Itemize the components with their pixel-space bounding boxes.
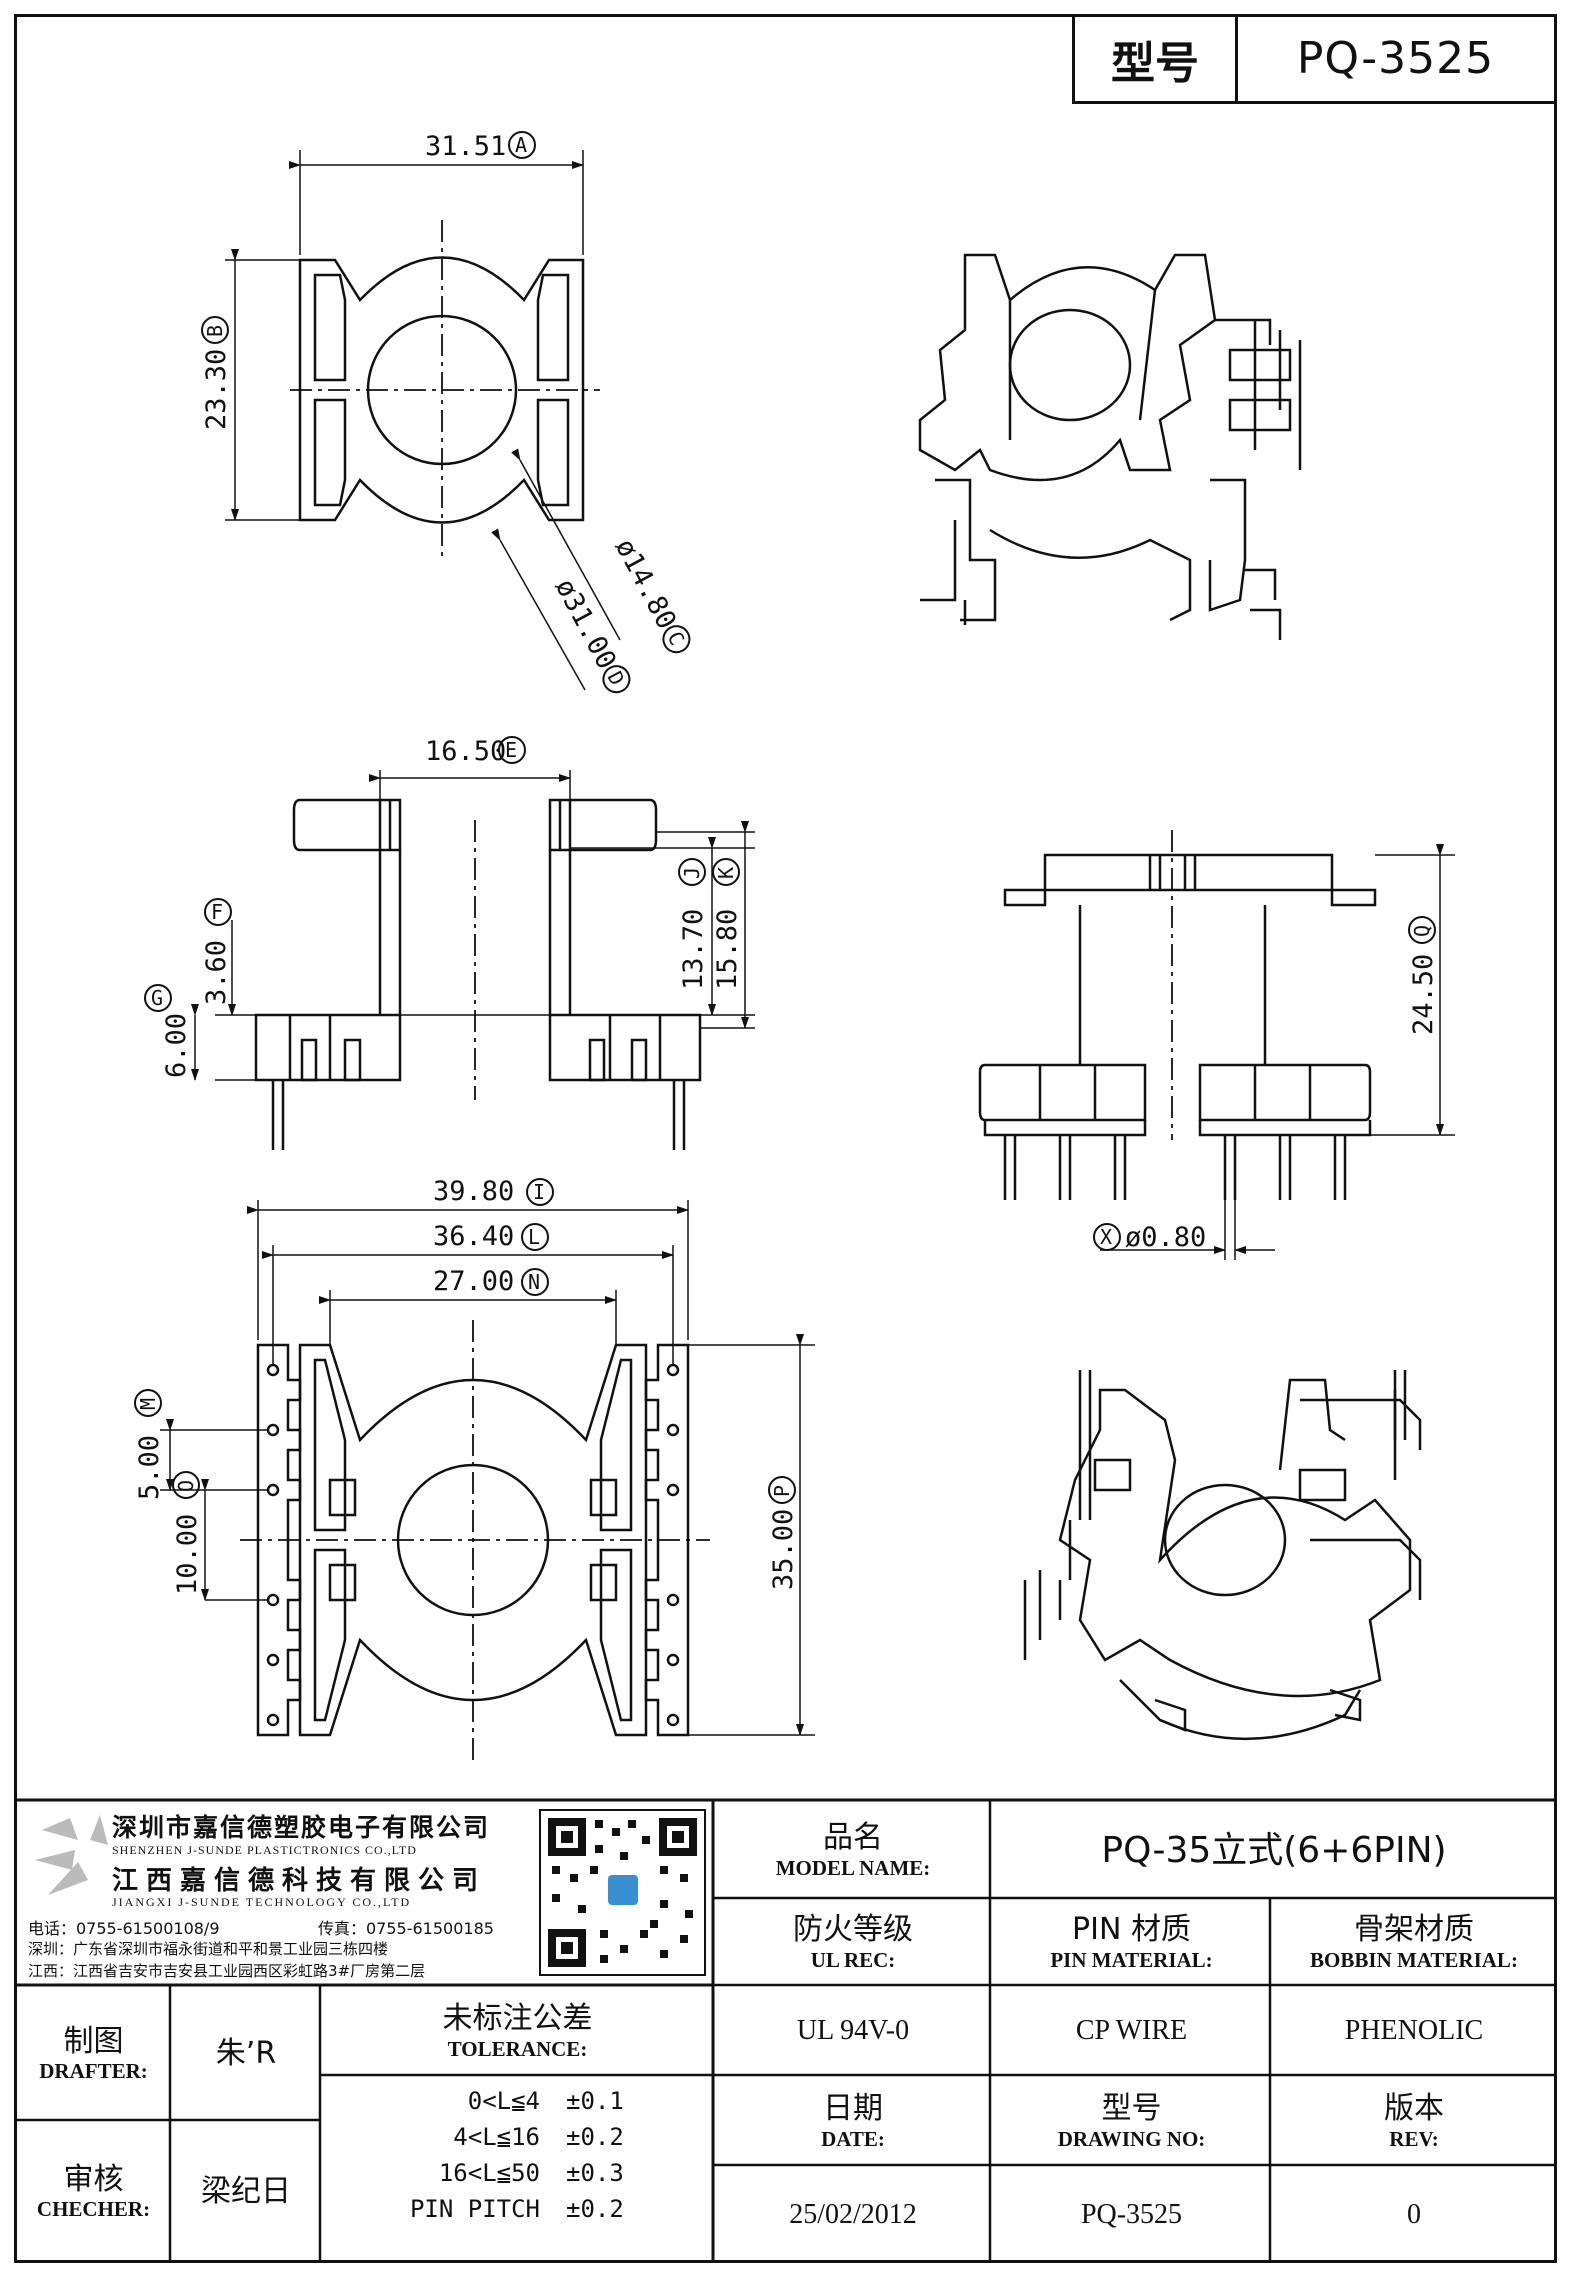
model-name-en: MODEL NAME:	[775, 1855, 931, 1880]
dim-g: 6.00	[161, 1013, 192, 1078]
drafter-en: DRAFTER:	[39, 2059, 148, 2084]
label-a: A	[515, 133, 527, 157]
label-o: O	[174, 1480, 198, 1492]
drawing-no-value: PQ-3525	[1080, 2198, 1183, 2230]
top-view	[225, 150, 621, 691]
company-addr-jx: 江西：江西省吉安市吉安县工业园西区彩虹路3#厂房第二层	[28, 1962, 426, 1980]
drawing-no-cn: 型号	[1101, 2091, 1162, 2127]
company-fax: 传真：0755-61500185	[318, 1919, 494, 1938]
company-name-en-1: SHENZHEN J-SUNDE PLASTICTRONICS CO.,LTD	[112, 1843, 417, 1857]
label-m: M	[136, 1398, 160, 1410]
label-f: F	[211, 900, 223, 924]
tolerance-row: 0<L≦4±0.1	[467, 2087, 624, 2115]
drafter-value: 朱’R	[215, 2035, 277, 2071]
tolerance-header: 未标注公差 TOLERANCE:	[322, 1988, 713, 2075]
bottom-view	[160, 1200, 815, 1760]
tolerance-cn: 未标注公差	[442, 2001, 593, 2037]
rev-en: REV:	[1389, 2126, 1439, 2151]
tolerance-row: PIN PITCH±0.2	[409, 2195, 624, 2223]
bobbin-material-en: BOBBIN MATERIAL:	[1310, 1947, 1518, 1972]
ul-rec-header: 防火等级 UL REC:	[716, 1900, 990, 1985]
pin-material-value: CP WIRE	[1075, 2015, 1188, 2047]
dim-a: 31.51	[425, 131, 506, 162]
dim-i: 39.80	[433, 1176, 514, 1207]
dim-j: 13.70	[678, 909, 709, 990]
dim-x: ø0.80	[1125, 1222, 1206, 1253]
header-title-box: 型号 PQ-3525	[1072, 16, 1556, 104]
drawing-no-en: DRAWING NO:	[1057, 2126, 1206, 2151]
date-cn: 日期	[823, 2091, 883, 2127]
checker-cn: 审核	[63, 2161, 124, 2197]
rev-header: 版本 REV:	[1272, 2078, 1556, 2165]
model-name-header: 品名 MODEL NAME:	[716, 1803, 990, 1898]
label-p: P	[770, 1485, 794, 1497]
label-i: I	[533, 1180, 545, 1204]
tolerance-en: TOLERANCE:	[447, 2036, 588, 2061]
model-name-cn: 品名	[823, 1820, 883, 1856]
label-e: E	[505, 738, 517, 762]
tolerance-table: 0<L≦4±0.1 4<L≦16±0.2 16<L≦50±0.3 PIN PIT…	[340, 2083, 700, 2227]
company-name-en-2: JIANGXI J-SUNDE TECHNOLOGY CO.,LTD	[112, 1895, 412, 1909]
dim-c: ø14.80	[609, 534, 682, 635]
qr-code	[539, 1809, 706, 1976]
checker-en: CHECHER:	[36, 2197, 151, 2222]
title-block-grid	[16, 1798, 1557, 2262]
drafter-cn: 制图	[63, 2023, 124, 2059]
company-name-cn-2: 江西嘉信德科技有限公司	[112, 1866, 487, 1896]
rev-cn: 版本	[1384, 2091, 1444, 2127]
checker-value: 梁纪日	[201, 2173, 291, 2209]
dim-f: 3.60	[201, 940, 232, 1005]
bobbin-material-value: PHENOLIC	[1344, 2015, 1484, 2047]
dim-l: 36.40	[433, 1221, 514, 1252]
dim-m: 5.00	[134, 1435, 165, 1500]
dim-o: 10.00	[172, 1514, 203, 1595]
label-l: L	[528, 1225, 540, 1249]
company-tel: 电话：0755-61500108/9	[28, 1919, 220, 1938]
model-value: PQ-3525	[1296, 33, 1495, 84]
drawing-no-header: 型号 DRAWING NO:	[993, 2078, 1270, 2165]
bobbin-material-header: 骨架材质 BOBBIN MATERIAL:	[1272, 1900, 1556, 1985]
label-x: X	[1100, 1225, 1112, 1249]
label-k: K	[714, 867, 738, 879]
dim-b: 23.30	[201, 349, 232, 430]
side-view	[191, 770, 755, 1150]
pin-material-en: PIN MATERIAL:	[1050, 1947, 1213, 1972]
drafter-header: 制图 DRAFTER:	[17, 1988, 170, 2120]
rev-value: 0	[1407, 2198, 1421, 2230]
ul-rec-cn: 防火等级	[793, 1912, 913, 1948]
company-addr-sz: 深圳：广东省深圳市福永街道和平和景工业园三栋四楼	[28, 1940, 389, 1958]
label-b: B	[203, 325, 227, 337]
isometric-view-bottom	[1023, 1370, 1422, 1741]
label-q: Q	[1410, 925, 1434, 937]
model-name-value: PQ-35立式(6+6PIN)	[1101, 1829, 1447, 1871]
tolerance-row: 16<L≦50±0.3	[438, 2159, 624, 2187]
date-header: 日期 DATE:	[716, 2078, 990, 2165]
label-j: J	[680, 867, 704, 879]
dim-n: 27.00	[433, 1266, 514, 1297]
ul-rec-en: UL REC:	[810, 1947, 896, 1972]
dim-k: 15.80	[712, 909, 743, 990]
date-en: DATE:	[821, 2126, 885, 2151]
dim-e: 16.50	[425, 736, 506, 767]
dim-q: 24.50	[1408, 954, 1439, 1035]
model-label: 型号	[1075, 16, 1238, 101]
company-logo	[35, 1815, 108, 1895]
label-g: G	[151, 986, 163, 1010]
checker-header: 审核 CHECHER:	[17, 2122, 170, 2262]
pin-material-header: PIN 材质 PIN MATERIAL:	[993, 1900, 1270, 1985]
dim-p: 35.00	[768, 1509, 799, 1590]
bobbin-material-cn: 骨架材质	[1354, 1912, 1474, 1948]
isometric-view-top	[918, 253, 1302, 640]
ul-rec-value: UL 94V-0	[796, 2015, 910, 2047]
label-n: N	[528, 1270, 540, 1294]
pin-material-cn: PIN 材质	[1072, 1912, 1191, 1948]
tolerance-row: 4<L≦16±0.2	[453, 2123, 624, 2151]
drawing-frame	[14, 14, 1557, 2263]
front-view	[978, 830, 1455, 1260]
company-name-cn-1: 深圳市嘉信德塑胶电子有限公司	[112, 1813, 491, 1842]
date-value: 25/02/2012	[789, 2198, 917, 2230]
